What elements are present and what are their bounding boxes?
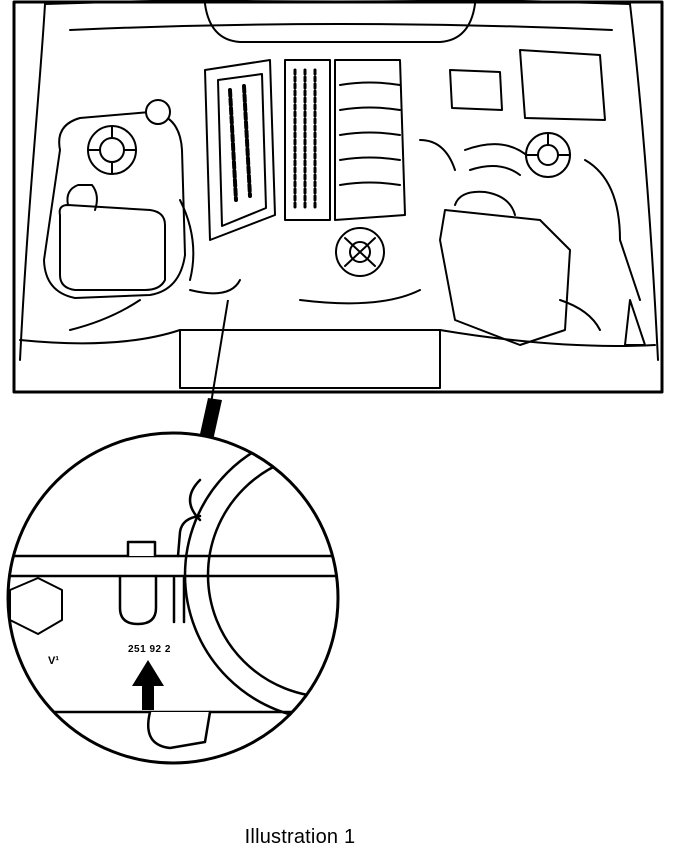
pointer-arrow xyxy=(132,660,164,710)
engine-bay-panel xyxy=(12,0,664,394)
cam-cover xyxy=(204,59,276,241)
detail-hex-bolt xyxy=(9,577,63,635)
figure-caption: Illustration 1 xyxy=(244,826,356,848)
detail-magnifier: V¹ 251 92 2 xyxy=(6,431,340,765)
coolant-reservoir xyxy=(43,111,186,299)
detail-stamped-number: 251 92 2 xyxy=(128,644,171,655)
detail-left-mark: V¹ xyxy=(48,655,59,667)
air-filter-housing xyxy=(439,143,571,346)
intake-manifold xyxy=(284,59,406,221)
engine-bay-frame xyxy=(12,0,664,394)
detail-leader xyxy=(198,299,229,445)
left-cap xyxy=(87,99,171,175)
front-pulley xyxy=(335,227,385,277)
battery-box xyxy=(449,49,606,121)
right-cap xyxy=(525,132,571,178)
front-cross-member xyxy=(19,279,656,389)
hood-opening-outline xyxy=(19,0,659,361)
